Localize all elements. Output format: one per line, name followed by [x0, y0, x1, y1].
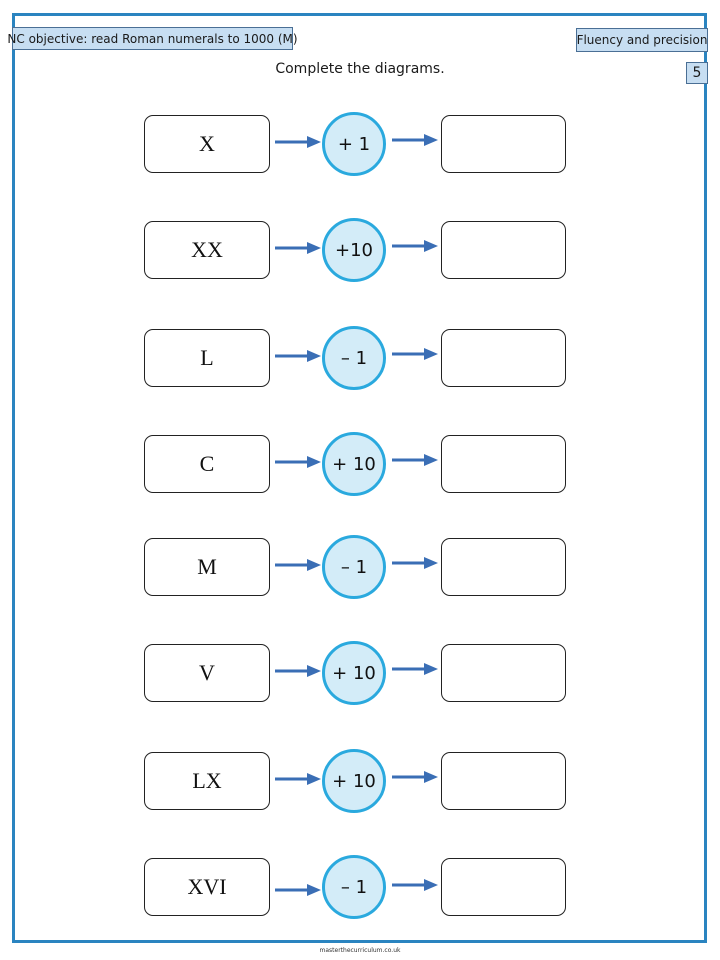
- right-arrow-icon: [275, 456, 321, 468]
- diagram-row: LX + 10: [0, 749, 720, 814]
- right-arrow-icon: [275, 773, 321, 785]
- roman-numeral-box: XX: [144, 221, 270, 279]
- nc-objective-label: NC objective: read Roman numerals to 100…: [7, 27, 298, 50]
- answer-box[interactable]: [441, 115, 566, 173]
- roman-numeral-box: LX: [144, 752, 270, 810]
- right-arrow-icon: [392, 771, 438, 783]
- diagram-row: L – 1: [0, 326, 720, 391]
- operation-circle: +10: [322, 218, 386, 282]
- right-arrow-icon: [275, 350, 321, 362]
- right-arrow-icon: [275, 884, 321, 896]
- right-arrow-icon: [392, 134, 438, 146]
- roman-numeral-box: M: [144, 538, 270, 596]
- diagram-row: XVI – 1: [0, 855, 720, 920]
- right-arrow-icon: [392, 348, 438, 360]
- right-arrow-icon: [392, 663, 438, 675]
- right-arrow-icon: [275, 242, 321, 254]
- right-arrow-icon: [392, 240, 438, 252]
- right-arrow-icon: [392, 454, 438, 466]
- diagram-row: M – 1: [0, 535, 720, 600]
- roman-numeral-box: XVI: [144, 858, 270, 916]
- operation-circle: + 10: [322, 641, 386, 705]
- roman-numeral-box: C: [144, 435, 270, 493]
- answer-box[interactable]: [441, 329, 566, 387]
- right-arrow-icon: [275, 665, 321, 677]
- page-number: 5: [686, 62, 708, 84]
- right-arrow-icon: [392, 879, 438, 891]
- right-arrow-icon: [275, 559, 321, 571]
- answer-box[interactable]: [441, 538, 566, 596]
- answer-box[interactable]: [441, 858, 566, 916]
- roman-numeral-box: V: [144, 644, 270, 702]
- instructions-text: Complete the diagrams.: [275, 61, 445, 77]
- roman-numeral-box: X: [144, 115, 270, 173]
- answer-box[interactable]: [441, 644, 566, 702]
- diagram-row: XX +10: [0, 218, 720, 283]
- page-border: [12, 13, 707, 943]
- answer-box[interactable]: [441, 435, 566, 493]
- operation-circle: – 1: [322, 535, 386, 599]
- roman-numeral-box: L: [144, 329, 270, 387]
- answer-box[interactable]: [441, 221, 566, 279]
- operation-circle: – 1: [322, 326, 386, 390]
- answer-box[interactable]: [441, 752, 566, 810]
- category-label: Fluency and precision: [576, 28, 708, 52]
- right-arrow-icon: [392, 557, 438, 569]
- operation-circle: + 10: [322, 749, 386, 813]
- diagram-row: X + 1: [0, 112, 720, 177]
- diagram-row: C + 10: [0, 432, 720, 497]
- operation-circle: + 10: [322, 432, 386, 496]
- diagram-row: V + 10: [0, 641, 720, 706]
- operation-circle: + 1: [322, 112, 386, 176]
- footer-website: masterthecurriculum.co.uk: [319, 947, 401, 954]
- operation-circle: – 1: [322, 855, 386, 919]
- right-arrow-icon: [275, 136, 321, 148]
